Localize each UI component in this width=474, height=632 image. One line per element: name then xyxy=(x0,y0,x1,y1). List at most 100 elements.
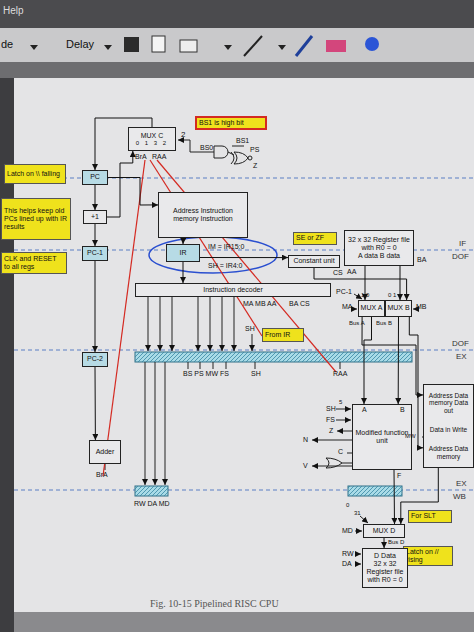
signal-label: 31 xyxy=(354,510,361,516)
adder-box: Adder xyxy=(89,440,121,464)
signal-label: AA xyxy=(347,268,356,275)
register-box: PC-1 xyxy=(82,246,108,261)
note-box: Latch on // rising xyxy=(403,546,453,566)
control-wire xyxy=(160,297,161,351)
control-wire xyxy=(148,297,149,351)
node-text: Constant unit xyxy=(293,257,334,265)
node-text: PC-1 xyxy=(87,249,103,257)
bus-wire xyxy=(107,151,133,217)
signal-label: MA MB AA xyxy=(243,300,276,307)
signal-label: Bus B xyxy=(376,320,392,326)
dropdown-arrow xyxy=(104,45,112,50)
control-wire xyxy=(234,297,235,351)
signal-label: Delay xyxy=(66,39,94,50)
dropdown-arrow xyxy=(30,45,38,50)
select-wire xyxy=(178,140,190,141)
highlight-ellipse xyxy=(149,237,277,273)
control-wire xyxy=(222,297,223,351)
node-text: Instruction decoder xyxy=(203,286,263,294)
control-wire xyxy=(188,362,189,369)
signal-label: N xyxy=(303,436,308,443)
xor-gate xyxy=(326,458,342,468)
figure-caption: Fig. 10-15 Pipelined RISC CPU xyxy=(150,598,279,609)
node-text: Data in Write xyxy=(430,426,467,433)
select-wire xyxy=(356,564,361,565)
menu-bar xyxy=(0,0,474,28)
note-box: Latch on \\ falling xyxy=(4,164,66,184)
signal-label: MB xyxy=(416,303,427,310)
pencil-icon xyxy=(296,36,312,56)
bus-wire xyxy=(183,262,184,283)
signal-label: BA xyxy=(417,256,426,263)
note-box: This helps keep old PCs lined up with IR… xyxy=(1,198,71,240)
toolbar xyxy=(0,28,474,62)
mux-box: MUX A xyxy=(358,300,385,317)
node-text: PC xyxy=(90,173,100,181)
signal-label: DOF xyxy=(452,340,469,348)
signal-label: CS xyxy=(333,269,343,276)
signal-label: PS xyxy=(250,146,259,153)
pipeline-register xyxy=(348,486,402,496)
gate-wire xyxy=(232,146,244,147)
eraser-icon xyxy=(326,40,346,52)
input-wire xyxy=(336,420,351,421)
control-wire xyxy=(200,362,201,369)
bus-wire xyxy=(108,178,158,206)
signal-label: 0 1 xyxy=(388,292,396,298)
node-text: +1 xyxy=(91,213,99,221)
signal-label: SH xyxy=(245,325,255,332)
signal-label: B xyxy=(400,406,405,413)
register-box: PC-2 xyxy=(82,352,108,367)
bus-wire xyxy=(95,367,96,440)
bus-wire xyxy=(95,224,96,246)
control-wire xyxy=(210,297,211,351)
note-box: BS1 is high bit xyxy=(195,116,267,130)
signal-label: Z xyxy=(329,427,333,434)
mux-box: MUX C0 1 3 2 xyxy=(128,127,176,151)
unit-box: Constant unit xyxy=(288,255,340,268)
signal-label: MA xyxy=(342,303,353,310)
signal-label: A xyxy=(362,406,367,413)
signal-label: Bus D xyxy=(388,539,404,545)
bus-wire xyxy=(364,317,372,404)
signal-label: 2 xyxy=(181,131,185,139)
control-wire xyxy=(165,362,166,485)
node-text: SE or ZF xyxy=(296,234,324,242)
mux-box: MUX D xyxy=(363,524,405,538)
node-text: MUX B xyxy=(387,304,409,312)
signal-label: DOF xyxy=(452,253,469,261)
bus-wire xyxy=(400,266,401,300)
node-text: Address Instruction memory Instruction xyxy=(160,207,246,223)
control-wire xyxy=(172,297,173,351)
signal-label: IM = IR15:0 xyxy=(208,243,244,250)
select-wire xyxy=(413,309,416,310)
control-wire xyxy=(198,297,199,351)
canvas xyxy=(14,78,474,612)
signal-label: SH = IR4:0 xyxy=(208,262,242,269)
copy-icon xyxy=(152,36,165,52)
note-box: CLK and RESET to all regs xyxy=(1,252,67,274)
signal-label: BA CS xyxy=(289,300,310,307)
node-text: 32 x 32 Register file with R0 = 0 xyxy=(364,560,406,584)
node-text: MUX D xyxy=(373,527,396,535)
function-unit: Modified function unit xyxy=(352,404,412,470)
signal-label: RAA xyxy=(152,153,166,160)
pipeline-hatch xyxy=(135,486,168,496)
signal-label: MW xyxy=(405,433,416,439)
signal-label: WB xyxy=(453,493,466,501)
pc-wire xyxy=(354,294,362,299)
flag-wire xyxy=(342,463,352,464)
dropdown-arrow xyxy=(224,45,232,50)
signal-label: de xyxy=(1,39,13,50)
signal-label: PC-1 xyxy=(336,288,352,295)
slt-wire xyxy=(360,516,368,523)
stage-line xyxy=(14,490,474,491)
bus-wire xyxy=(95,261,96,352)
bus-wire xyxy=(384,538,385,548)
register-box: PC xyxy=(82,170,108,185)
bottom-strip xyxy=(14,612,474,632)
pipeline-register xyxy=(135,352,412,362)
signal-label: EX xyxy=(456,353,467,361)
xor-gate xyxy=(234,152,248,164)
signal-label: 0 xyxy=(346,502,349,508)
